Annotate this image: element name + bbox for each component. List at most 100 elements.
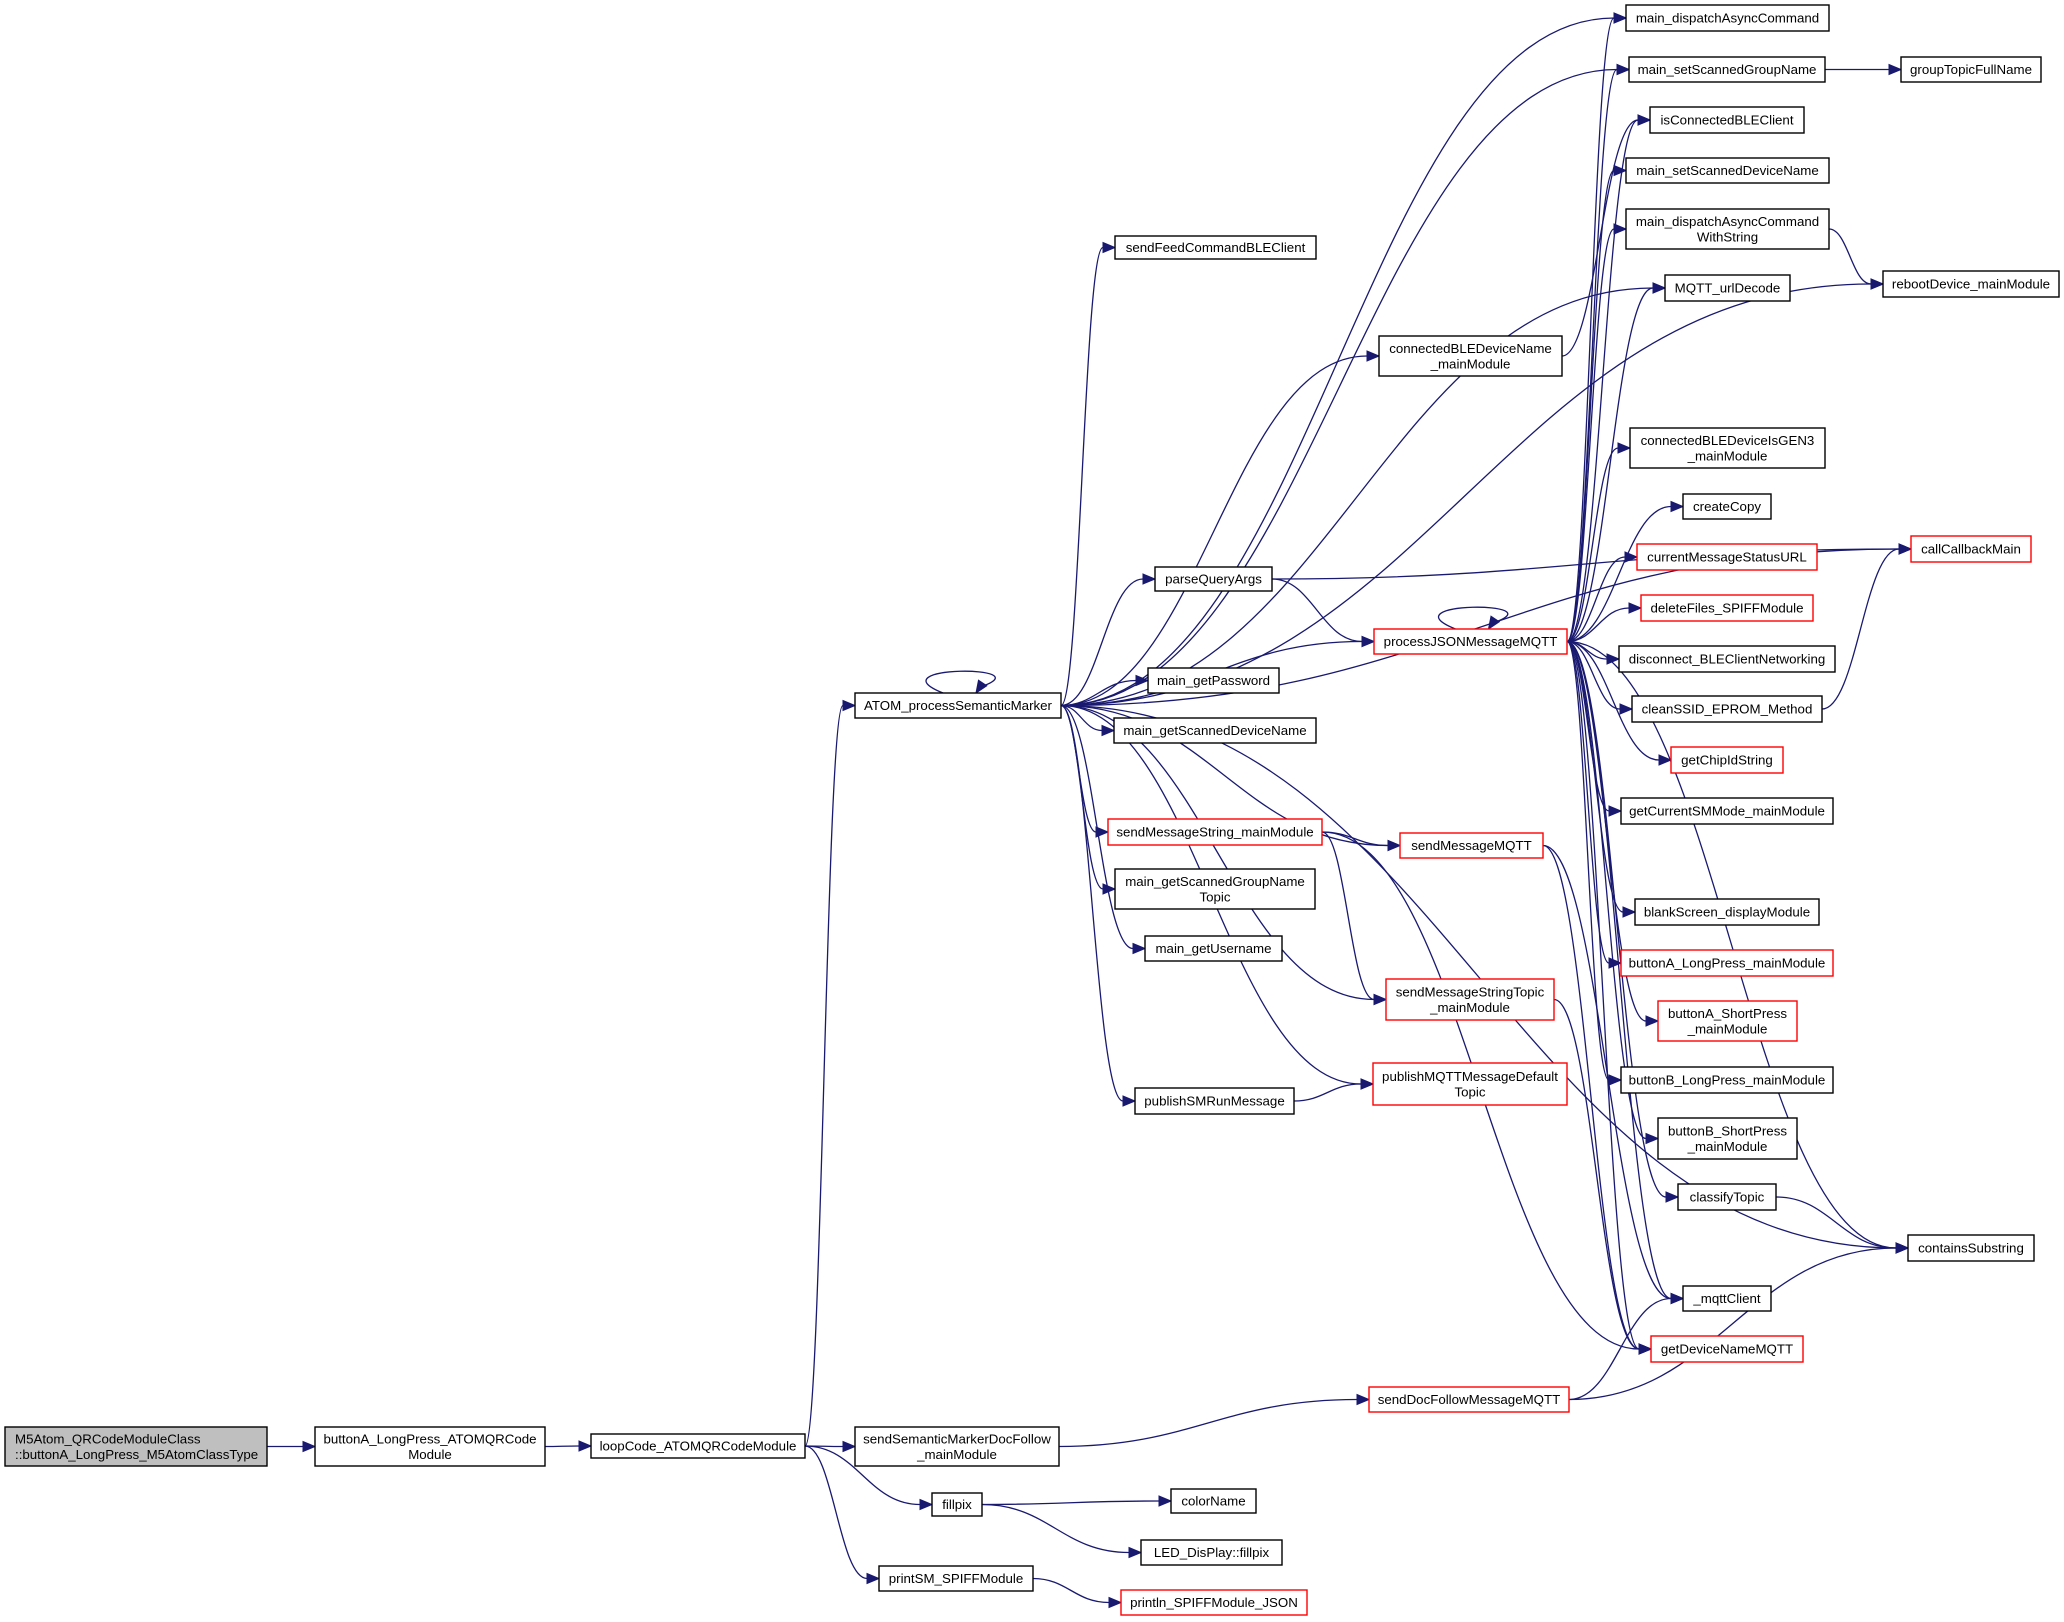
node-box <box>1682 493 1772 520</box>
node-led-display-fillpix[interactable]: LED_DisPlay::fillpix <box>1140 1539 1283 1566</box>
node-label: _mainModule <box>1687 448 1768 463</box>
node-isconnectedbleclient[interactable]: isConnectedBLEClient <box>1649 106 1805 134</box>
edge-parseQueryArgs-to-processJSON <box>1271 578 1363 643</box>
node-label: getChipIdString <box>1681 753 1773 768</box>
node-sendmessagestringtopic-mainmodule[interactable]: sendMessageStringTopic_mainModule <box>1385 978 1555 1021</box>
node-box <box>1625 208 1830 250</box>
node-label: Topic <box>1199 889 1230 904</box>
node-label: connectedBLEDeviceIsGEN3 <box>1641 433 1815 448</box>
node-label: parseQueryArgs <box>1165 572 1262 587</box>
node-getchipidstring[interactable]: getChipIdString <box>1670 746 1784 774</box>
node-sendfeedcommandbleclient[interactable]: sendFeedCommandBLEClient <box>1114 235 1317 260</box>
node-box <box>1113 717 1317 744</box>
node-label: main_setScannedGroupName <box>1638 62 1817 77</box>
edge-processJSON-to-containsSubstring <box>1566 640 1897 1249</box>
node-getdevicenamemqtt[interactable]: getDeviceNameMQTT <box>1650 1335 1804 1363</box>
arrowhead-icon <box>1645 1132 1660 1145</box>
node-label: buttonA_LongPress_ATOMQRCode <box>323 1431 536 1446</box>
arrowhead-icon <box>1373 993 1388 1006</box>
node-classifytopic[interactable]: classifyTopic <box>1677 1183 1777 1211</box>
node-label: main_getPassword <box>1157 673 1270 688</box>
node-mqtt-urldecode[interactable]: MQTT_urlDecode <box>1664 274 1791 302</box>
node-connectedbledeviceisgen3-mainmodule[interactable]: connectedBLEDeviceIsGEN3_mainModule <box>1629 427 1826 469</box>
node-grouptopicfullname[interactable]: groupTopicFullName <box>1900 56 2042 83</box>
node-label: main_getScannedDeviceName <box>1123 723 1306 738</box>
node-fillpix[interactable]: fillpix <box>931 1492 983 1517</box>
arrowhead-icon <box>1387 839 1402 852</box>
arrowhead-icon <box>1142 573 1157 585</box>
node-label: fillpix <box>942 1497 972 1512</box>
node-box <box>1373 628 1568 655</box>
node-buttonb-longpress-mainmodule[interactable]: buttonB_LongPress_mainModule <box>1620 1066 1834 1094</box>
node-box <box>1140 1539 1283 1566</box>
node-box <box>1657 1117 1798 1160</box>
node-label: buttonA_LongPress_mainModule <box>1629 956 1826 971</box>
node-main-getusername[interactable]: main_getUsername <box>1144 935 1283 962</box>
node-processjsonmessagemqtt[interactable]: processJSONMessageMQTT <box>1373 628 1568 655</box>
node-loopcode-atomqrcodemodule[interactable]: loopCode_ATOMQRCodeModule <box>590 1433 806 1459</box>
node-currentmessagestatusurl[interactable]: currentMessageStatusURL <box>1636 543 1818 571</box>
node-buttona-shortpress-mainmodule[interactable]: buttonA_ShortPress_mainModule <box>1657 1000 1798 1042</box>
node-buttona-longpress-atomqrcodemodule[interactable]: buttonA_LongPress_ATOMQRCodeModule <box>314 1426 546 1467</box>
node-main-setscannedgroupname[interactable]: main_setScannedGroupName <box>1628 56 1826 83</box>
node-sendsemanticmarkerdocfollow-mainmodule[interactable]: sendSemanticMarkerDocFollow_mainModule <box>854 1426 1060 1467</box>
node-box <box>1882 270 2060 298</box>
node-deletefiles-spiffmodule[interactable]: deleteFiles_SPIFFModule <box>1640 594 1814 622</box>
node-colorname[interactable]: colorName <box>1170 1488 1257 1514</box>
node-buttona-longpress-mainmodule[interactable]: buttonA_LongPress_mainModule <box>1620 949 1834 977</box>
node-createcopy[interactable]: createCopy <box>1682 493 1772 520</box>
node-connectedbledevicename-mainmodule[interactable]: connectedBLEDeviceName_mainModule <box>1378 335 1563 377</box>
node-label: printSM_SPIFFModule <box>889 1571 1024 1586</box>
node-printsm-spiffmodule[interactable]: printSM_SPIFFModule <box>878 1565 1034 1592</box>
node-box <box>1114 868 1316 910</box>
node-m5atom-qrcodemoduleclass-buttona-longpress-m5atomclasstype[interactable]: M5Atom_QRCodeModuleClass::buttonA_LongPr… <box>4 1426 268 1467</box>
node-println-spiffmodule-json[interactable]: println_SPIFFModule_JSON <box>1120 1589 1308 1616</box>
edge-processJSON-to-btnBLong <box>1566 640 1610 1081</box>
node-box <box>314 1426 546 1467</box>
node-label: cleanSSID_EPROM_Method <box>1642 702 1813 717</box>
arrowhead-icon <box>1617 442 1632 454</box>
node-rebootdevice-mainmodule[interactable]: rebootDevice_mainModule <box>1882 270 2060 298</box>
edge-processJSON-to-btnALong <box>1566 640 1610 964</box>
nodes-layer: M5Atom_QRCodeModuleClass::buttonA_LongPr… <box>4 4 2060 1616</box>
node-buttonb-shortpress-mainmodule[interactable]: buttonB_ShortPress_mainModule <box>1657 1117 1798 1160</box>
edge-classifyTopic-to-containsSubstring <box>1775 1196 1897 1249</box>
edge-processJSON-to-setScannedGroup <box>1566 68 1618 643</box>
node-sendmessagestring-mainmodule[interactable]: sendMessageString_mainModule <box>1107 818 1323 846</box>
node-blankscreen-displaymodule[interactable]: blankScreen_displayModule <box>1634 898 1820 926</box>
node-box <box>1170 1488 1257 1514</box>
node-main-dispatchasynccommand[interactable]: main_dispatchAsyncCommand <box>1625 4 1830 32</box>
arrowhead-icon <box>1608 957 1623 969</box>
arrowhead-icon <box>1366 350 1381 362</box>
node-containssubstring[interactable]: containsSubstring <box>1907 1234 2035 1262</box>
arrowhead-icon <box>1108 1596 1123 1609</box>
node-label: M5Atom_QRCodeModuleClass <box>15 1431 201 1446</box>
edge-processJSON-to-dispatchAsyncStr <box>1566 228 1615 643</box>
node-parsequeryargs[interactable]: parseQueryArgs <box>1154 566 1273 592</box>
node-getcurrentsmmode-mainmodule[interactable]: getCurrentSMMode_mainModule <box>1620 797 1834 825</box>
node-atom-processsemanticmarker[interactable]: ATOM_processSemanticMarker <box>854 692 1062 719</box>
arrowhead-icon <box>1898 543 1913 555</box>
node-main-getpassword[interactable]: main_getPassword <box>1147 667 1280 694</box>
arrowhead-icon <box>1652 282 1667 294</box>
node-label: disconnect_BLEClientNetworking <box>1629 652 1826 667</box>
node-sendmessagemqtt[interactable]: sendMessageMQTT <box>1399 832 1544 859</box>
node-label: publishSMRunMessage <box>1144 1094 1284 1109</box>
edge-fillpix-to-ledFillpix <box>981 1503 1130 1554</box>
node-cleanssid-eprom-method[interactable]: cleanSSID_EPROM_Method <box>1631 695 1823 723</box>
node-mqttclient[interactable]: _mqttClient <box>1682 1285 1772 1312</box>
node-box <box>1120 1589 1308 1616</box>
node-senddocfollowmessagemqtt[interactable]: sendDocFollowMessageMQTT <box>1368 1386 1570 1413</box>
node-publishsmrunmessage[interactable]: publishSMRunMessage <box>1134 1087 1295 1115</box>
node-callcallbackmain[interactable]: callCallbackMain <box>1910 535 2032 563</box>
edge-processJSON-to-cleanSSID <box>1566 640 1621 710</box>
node-box <box>1631 695 1823 723</box>
node-main-getscanneddevicename[interactable]: main_getScannedDeviceName <box>1113 717 1317 744</box>
node-disconnect-bleclientnetworking[interactable]: disconnect_BLEClientNetworking <box>1618 645 1836 673</box>
arrowhead-icon <box>1613 164 1628 177</box>
node-main-setscanneddevicename[interactable]: main_setScannedDeviceName <box>1625 157 1830 184</box>
node-box <box>1682 1285 1772 1312</box>
